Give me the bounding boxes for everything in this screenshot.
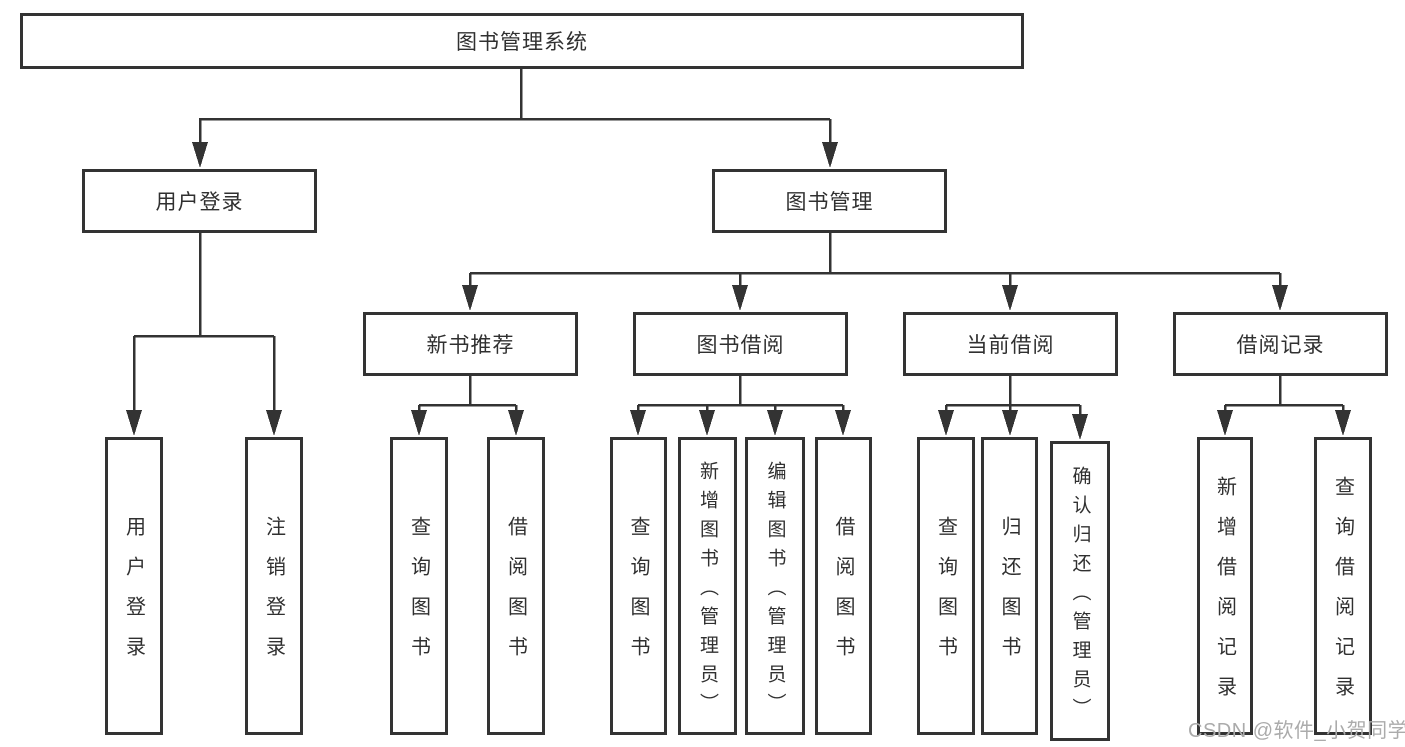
leaf-query-borrow-record: 查询借阅记录 bbox=[1314, 437, 1372, 735]
leaf-user-login: 用户登录 bbox=[105, 437, 163, 735]
arrow-down-icon bbox=[1002, 285, 1018, 311]
node-label: 新书推荐 bbox=[426, 334, 515, 357]
node-label: 用户登录 bbox=[155, 191, 244, 214]
node-book-borrow: 图书借阅 bbox=[633, 312, 848, 376]
leaf-label: 查询借阅记录 bbox=[1331, 476, 1354, 716]
node-label: 图书管理系统 bbox=[456, 31, 588, 54]
leaf-label: 注销登录 bbox=[262, 516, 285, 676]
leaf-label: 借阅图书 bbox=[504, 516, 527, 676]
arrow-down-icon bbox=[1335, 410, 1351, 436]
arrow-down-icon bbox=[1002, 410, 1018, 436]
leaf-label: 归还图书 bbox=[998, 516, 1020, 676]
node-current-borrow: 当前借阅 bbox=[903, 312, 1118, 376]
leaf-label: 查询图书 bbox=[407, 516, 430, 676]
arrow-down-icon bbox=[266, 410, 282, 436]
arrow-down-icon bbox=[126, 410, 142, 436]
leaf-add-book-admin: 新增图书（管理员） bbox=[678, 437, 737, 735]
node-label: 图书借阅 bbox=[696, 334, 785, 357]
leaf-label: 查询图书 bbox=[934, 516, 957, 676]
arrow-down-icon bbox=[938, 410, 954, 436]
node-label: 图书管理 bbox=[785, 191, 874, 214]
arrowheads bbox=[126, 142, 1351, 440]
arrow-down-icon bbox=[462, 285, 478, 311]
node-library-management-system: 图书管理系统 bbox=[20, 13, 1024, 69]
arrow-down-icon bbox=[732, 285, 748, 311]
watermark: CSDN @软件_小贺同学 bbox=[1188, 720, 1405, 742]
node-book-management: 图书管理 bbox=[712, 169, 947, 233]
arrow-down-icon bbox=[630, 410, 646, 436]
arrow-down-icon bbox=[835, 410, 851, 436]
arrow-down-icon bbox=[1272, 285, 1288, 311]
leaf-query-books-recommend: 查询图书 bbox=[390, 437, 448, 735]
arrow-down-icon bbox=[1072, 414, 1088, 440]
node-borrow-records: 借阅记录 bbox=[1173, 312, 1388, 376]
node-new-book-recommend: 新书推荐 bbox=[363, 312, 578, 376]
arrow-down-icon bbox=[1217, 410, 1233, 436]
leaf-add-borrow-record: 新增借阅记录 bbox=[1197, 437, 1253, 735]
leaf-logout: 注销登录 bbox=[245, 437, 303, 735]
arrow-down-icon bbox=[411, 410, 427, 436]
leaf-return-book: 归还图书 bbox=[981, 437, 1038, 735]
leaf-label: 借阅图书 bbox=[832, 516, 854, 676]
arrow-down-icon bbox=[699, 410, 715, 436]
arrow-down-icon bbox=[767, 410, 783, 436]
leaf-query-books-borrow: 查询图书 bbox=[610, 437, 667, 735]
node-label: 借阅记录 bbox=[1236, 334, 1325, 357]
leaf-label: 新增图书（管理员） bbox=[697, 460, 718, 722]
leaf-label: 编辑图书（管理员） bbox=[764, 460, 786, 722]
arrow-down-icon bbox=[822, 142, 838, 168]
node-user-login: 用户登录 bbox=[82, 169, 317, 233]
leaf-query-books-current: 查询图书 bbox=[917, 437, 975, 735]
leaf-label: 新增借阅记录 bbox=[1213, 476, 1236, 716]
arrow-down-icon bbox=[508, 410, 524, 436]
leaf-edit-book-admin: 编辑图书（管理员） bbox=[745, 437, 805, 735]
leaf-borrow-books-recommend: 借阅图书 bbox=[487, 437, 545, 735]
arrow-down-icon bbox=[192, 142, 208, 168]
leaf-label: 确认归还（管理员） bbox=[1069, 465, 1091, 727]
leaf-confirm-return-admin: 确认归还（管理员） bbox=[1050, 441, 1110, 741]
leaf-label: 查询图书 bbox=[627, 516, 649, 676]
leaf-label: 用户登录 bbox=[122, 516, 145, 676]
leaf-borrow-books: 借阅图书 bbox=[815, 437, 872, 735]
node-label: 当前借阅 bbox=[966, 334, 1055, 357]
